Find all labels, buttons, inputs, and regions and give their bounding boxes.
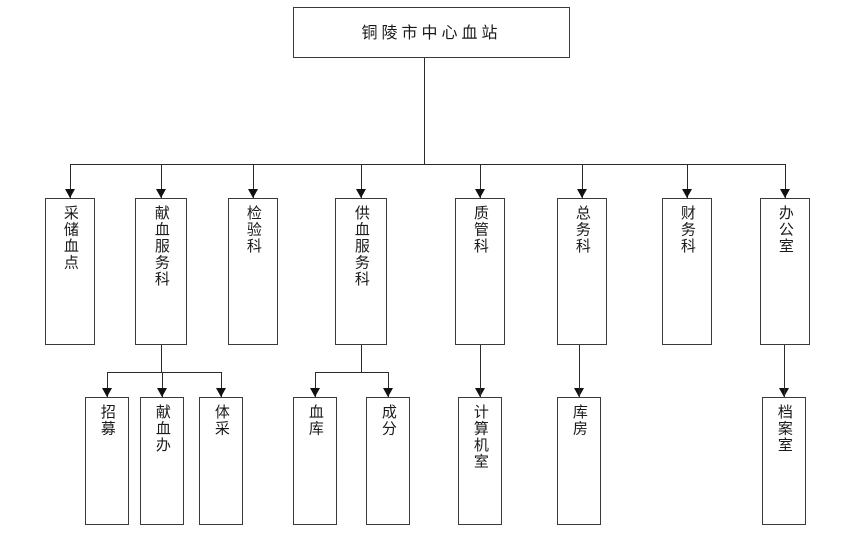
node-label: 总务科	[573, 205, 592, 255]
arrow-dept-5	[475, 189, 485, 198]
node-label: 库房	[570, 404, 589, 437]
node-label: 质管科	[471, 205, 490, 255]
arrow-dept-7	[682, 189, 692, 198]
drop-line-dept-1	[70, 164, 71, 198]
drop-line-dept-8	[785, 164, 786, 198]
node-label: 财务科	[678, 205, 697, 255]
arrow-dept-1	[65, 189, 75, 198]
subtrunk-line-b	[361, 345, 362, 372]
dept-node-4[interactable]: 供血服务科	[335, 198, 387, 345]
arrow-dept-8	[780, 189, 790, 198]
node-label: 供血服务科	[352, 205, 371, 288]
node-label: 成分	[379, 404, 398, 437]
drop-line-dept-5	[480, 164, 481, 198]
arrow-unit-3	[216, 388, 226, 397]
drop-line-unit-2	[162, 372, 163, 397]
arrow-dept-4	[356, 189, 366, 198]
node-label: 献血服务科	[152, 205, 171, 288]
direct-drop-line-3	[784, 345, 785, 397]
direct-drop-line-1	[480, 345, 481, 397]
dept-node-6[interactable]: 总务科	[557, 198, 607, 345]
drop-line-unit-1	[107, 372, 108, 397]
node-label: 献血办	[153, 404, 172, 454]
drop-line-unit-3	[221, 372, 222, 397]
node-label: 招募	[98, 404, 117, 437]
unit-node-3[interactable]: 体采	[199, 397, 243, 525]
drop-line-dept-6	[582, 164, 583, 198]
sub-bus-line-b	[315, 372, 388, 373]
node-label: 血库	[306, 404, 325, 437]
dept-node-1[interactable]: 采储血点	[45, 198, 95, 345]
node-label: 办公室	[776, 205, 795, 255]
node-label: 采储血点	[61, 205, 80, 271]
dept-node-7[interactable]: 财务科	[662, 198, 712, 345]
node-label: 检验科	[244, 205, 263, 255]
dept-node-3[interactable]: 检验科	[228, 198, 278, 345]
drop-line-dept-7	[687, 164, 688, 198]
arrow-dept-2	[156, 189, 166, 198]
drop-line-dept-4	[361, 164, 362, 198]
dept-node-8[interactable]: 办公室	[760, 198, 810, 345]
unit-node-5[interactable]: 成分	[366, 397, 410, 525]
node-label: 体采	[212, 404, 231, 437]
subtrunk-line-a	[161, 345, 162, 372]
arrow-dept-3	[248, 189, 258, 198]
dept-node-2[interactable]: 献血服务科	[135, 198, 187, 345]
drop-line-unit-5	[388, 372, 389, 397]
arrow-dept-6	[577, 189, 587, 198]
drop-line-unit-4	[315, 372, 316, 397]
dept-node-5[interactable]: 质管科	[455, 198, 505, 345]
node-label: 铜陵市中心血站	[361, 22, 502, 42]
arrow-unit-5	[383, 388, 393, 397]
trunk-line	[424, 58, 425, 164]
node-label: 档案室	[775, 404, 794, 454]
drop-line-dept-3	[253, 164, 254, 198]
unit-node-4[interactable]: 血库	[293, 397, 337, 525]
drop-line-dept-2	[161, 164, 162, 198]
unit-node-7[interactable]: 库房	[557, 397, 601, 525]
unit-node-6[interactable]: 计算机室	[458, 397, 502, 525]
arrow-unit-2	[157, 388, 167, 397]
direct-drop-line-2	[579, 345, 580, 397]
unit-node-2[interactable]: 献血办	[140, 397, 184, 525]
sub-bus-line-a	[107, 372, 221, 373]
main-bus-line	[70, 164, 785, 165]
root-node[interactable]: 铜陵市中心血站	[293, 7, 570, 58]
arrow-unit-4	[310, 388, 320, 397]
node-label: 计算机室	[471, 404, 490, 470]
arrow-unit-1	[102, 388, 112, 397]
unit-node-1[interactable]: 招募	[85, 397, 129, 525]
unit-node-8[interactable]: 档案室	[762, 397, 806, 525]
